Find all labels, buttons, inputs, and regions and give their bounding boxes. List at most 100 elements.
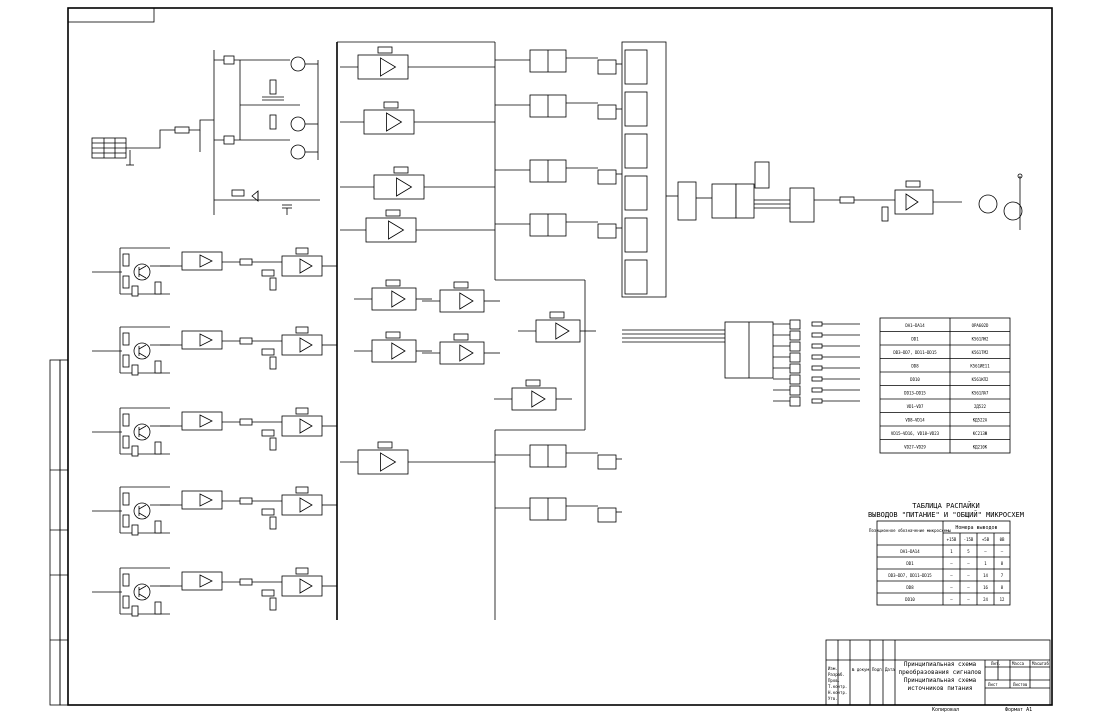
- input-channel: [92, 326, 337, 376]
- output-keys: [773, 319, 860, 407]
- trigger-stage: [495, 159, 622, 185]
- pinout-supply-label: 0В: [1000, 537, 1005, 542]
- drawing-frame: [49, 7, 1053, 706]
- component-type: К561ТМ2: [972, 350, 989, 355]
- op-amp-triangle: [299, 418, 313, 434]
- pinout-pin-number: –: [1001, 549, 1004, 554]
- amp-stage: [340, 101, 495, 135]
- component-ref: VD15–VD16, VD18–VD23: [891, 431, 940, 436]
- resistor: [261, 348, 275, 356]
- op-amp-triangle: [459, 344, 474, 362]
- pinout-pin-number: 1: [984, 561, 987, 566]
- mux-chip: [624, 175, 648, 211]
- key-chip: [789, 385, 801, 396]
- title-block-role: Изм.: [828, 666, 838, 671]
- resistor: [295, 407, 309, 415]
- drawing-name-line3: Принципиальная схема: [904, 677, 977, 684]
- resistor: [269, 597, 277, 611]
- resistor: [131, 524, 139, 536]
- resistor: [385, 331, 401, 339]
- resistor: [811, 376, 823, 382]
- component-ref: DD10: [910, 377, 920, 382]
- lit-label: Лит.: [991, 661, 1001, 666]
- pinout-pin-number: 8: [1001, 585, 1004, 590]
- pinout-pin-number: –: [950, 561, 953, 566]
- pinout-pin-number: –: [967, 597, 970, 602]
- amp-stage: [494, 379, 572, 411]
- mux-chip: [624, 133, 648, 169]
- key-chip: [789, 319, 801, 330]
- op-amp: [357, 54, 409, 80]
- input-channels: [92, 247, 337, 617]
- resistor: [239, 497, 253, 505]
- op-amp: [181, 411, 223, 431]
- relay: [597, 169, 617, 185]
- resistor: [239, 418, 253, 426]
- resistor: [122, 332, 130, 346]
- resistor: [239, 258, 253, 266]
- component-type: К561ЛН2: [972, 337, 989, 342]
- op-amp-triangle: [299, 258, 313, 274]
- component-ref: DD1: [911, 337, 919, 342]
- op-amp: [371, 339, 417, 363]
- key-chip: [789, 396, 801, 407]
- resistor: [122, 492, 130, 506]
- input-channel: [92, 567, 337, 617]
- scale-label: Масштаб: [1032, 661, 1049, 666]
- op-amp: [181, 251, 223, 271]
- op-amp: [357, 449, 409, 475]
- resistor: [261, 429, 275, 437]
- pinout-pin-number: –: [967, 585, 970, 590]
- transistor: [133, 423, 151, 441]
- date-label: Дата: [885, 667, 895, 672]
- resistor: [154, 601, 162, 615]
- relay: [597, 104, 617, 120]
- resistor: [453, 281, 469, 289]
- key-chip: [789, 330, 801, 341]
- op-amp: [181, 490, 223, 510]
- sign-label: Подп.: [872, 667, 884, 672]
- resistor: [122, 573, 130, 587]
- component-type: К561ИЕ11: [970, 364, 990, 369]
- resistor: [811, 398, 823, 404]
- op-amp: [281, 334, 323, 356]
- resistor: [453, 333, 469, 341]
- resistor: [549, 311, 565, 319]
- resistor: [811, 343, 823, 349]
- op-amp-triangle: [555, 322, 570, 340]
- op-amp-triangle: [299, 337, 313, 353]
- amp-stage: [340, 441, 495, 475]
- component-type: OPA602D: [972, 323, 989, 328]
- resistor: [525, 379, 541, 387]
- amp-stage: [422, 281, 500, 313]
- op-amp: [181, 571, 223, 591]
- op-amp-triangle: [391, 290, 406, 308]
- pinout-pin-number: 1: [950, 549, 953, 554]
- resistor: [261, 508, 275, 516]
- component-ref: DD8: [911, 364, 919, 369]
- pinout-chip-name: DD3–DD7, DD11–DD15: [888, 573, 932, 578]
- key-chip: [789, 352, 801, 363]
- resistor: [295, 486, 309, 494]
- drawing-name-line4: источников питания: [907, 685, 972, 692]
- resistor: [377, 46, 393, 54]
- pinout-pin-number: –: [950, 597, 953, 602]
- op-amp-triangle: [199, 333, 213, 347]
- pinout-frame: [876, 520, 1011, 606]
- pinout-title: ТАБЛИЦА РАСПАЙКИ: [912, 501, 979, 510]
- component-type: 2Д522: [974, 404, 987, 409]
- resistor: [811, 321, 823, 327]
- pinout-pin-number: 5: [967, 549, 970, 554]
- relay: [597, 507, 617, 523]
- power-supply-block: [91, 50, 320, 215]
- trigger-stage: [495, 444, 622, 470]
- output-key: [773, 385, 860, 396]
- op-amp-triangle: [199, 254, 213, 268]
- pinout-chip-name: DA1–DA14: [900, 549, 920, 554]
- copied-label: Копировал: [932, 707, 959, 713]
- amp-stage: [340, 209, 495, 243]
- mux-chip: [624, 259, 648, 295]
- resistor: [383, 101, 399, 109]
- resistor: [122, 354, 130, 368]
